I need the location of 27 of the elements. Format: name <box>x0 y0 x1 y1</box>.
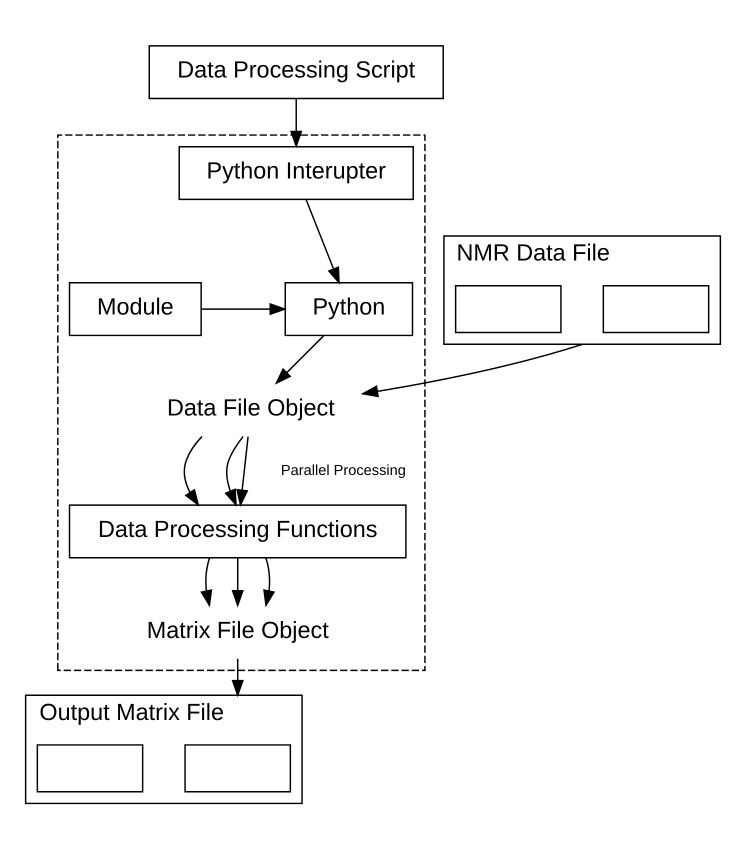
node-box <box>602 284 710 333</box>
cluster: Output Matrix File <box>24 694 303 804</box>
arrow <box>236 436 249 507</box>
arrow <box>224 436 244 506</box>
node-box: Data Processing Script <box>148 44 444 99</box>
arrow <box>360 343 584 397</box>
node-box: Module <box>68 282 202 336</box>
cluster: NMR Data File <box>443 234 722 344</box>
arrow <box>200 557 212 608</box>
arrow <box>232 558 244 608</box>
node-box <box>184 744 292 792</box>
arrow <box>184 436 202 506</box>
node-box: Python <box>284 282 414 336</box>
arrow <box>274 334 324 384</box>
node-text: Matrix File Object <box>146 616 329 642</box>
node-text: Data File Object <box>167 394 335 420</box>
arrow <box>263 557 276 608</box>
node-box: Data Processing Functions <box>68 504 407 558</box>
cluster <box>57 134 426 671</box>
arrow <box>290 98 302 148</box>
arrow <box>201 302 288 315</box>
arrow <box>232 658 244 697</box>
node-box <box>36 744 144 792</box>
node-box <box>454 284 562 333</box>
arrow <box>305 198 340 284</box>
node-box: Python Interupter <box>178 146 414 200</box>
edge-label: Parallel Processing <box>280 462 406 479</box>
